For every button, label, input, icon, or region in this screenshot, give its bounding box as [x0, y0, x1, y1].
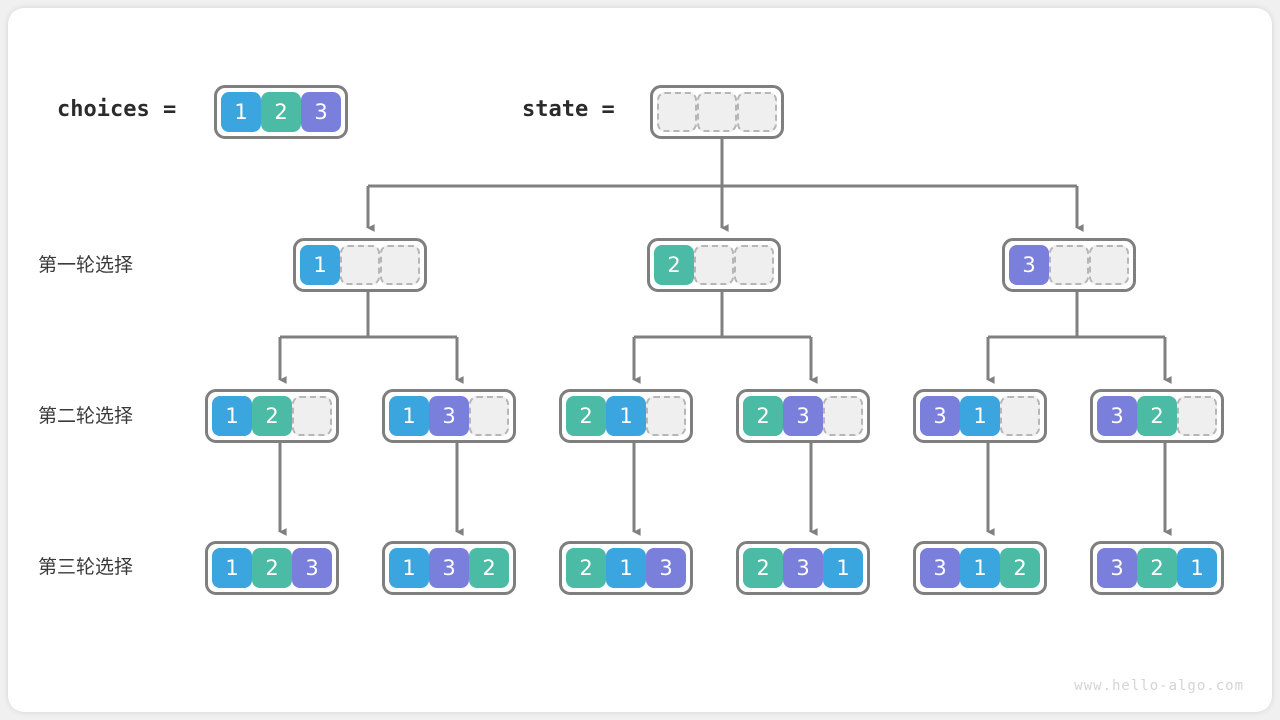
- r3-n4-cell-2: 1: [823, 548, 863, 588]
- r3-n4-cell-0: 2: [743, 548, 783, 588]
- choices-cell-2: 3: [301, 92, 341, 132]
- node-r1-n1: 1: [293, 238, 427, 292]
- r2-n5-cell-0: 3: [920, 396, 960, 436]
- r3-n6-cell-2: 1: [1177, 548, 1217, 588]
- r3-n6-cell-1: 2: [1137, 548, 1177, 588]
- row-label-round3: 第三轮选择: [38, 556, 134, 578]
- r3-n6-cell-0: 3: [1097, 548, 1137, 588]
- r2-n2-cell-1: 3: [429, 396, 469, 436]
- r1-n2-cell-1: [694, 245, 734, 285]
- r2-n5-cell-2: [1000, 396, 1040, 436]
- node-r1-n3: 3: [1002, 238, 1136, 292]
- r2-n1-cell-1: 2: [252, 396, 292, 436]
- watermark: www.hello-algo.com: [1074, 678, 1244, 694]
- choices-cell-0: 1: [221, 92, 261, 132]
- choices-cell-1: 2: [261, 92, 301, 132]
- r3-n1-cell-2: 3: [292, 548, 332, 588]
- r1-n3-cell-1: [1049, 245, 1089, 285]
- r3-n3-cell-1: 1: [606, 548, 646, 588]
- r2-n4-cell-2: [823, 396, 863, 436]
- r2-n3-cell-1: 1: [606, 396, 646, 436]
- state-cell-1: [697, 92, 737, 132]
- state-cell-2: [737, 92, 777, 132]
- r3-n5-cell-2: 2: [1000, 548, 1040, 588]
- r2-n2-cell-0: 1: [389, 396, 429, 436]
- r2-n4-cell-0: 2: [743, 396, 783, 436]
- r1-n1-cell-1: [340, 245, 380, 285]
- state-cell-0: [657, 92, 697, 132]
- r3-n2-cell-1: 3: [429, 548, 469, 588]
- r1-n2-cell-2: [734, 245, 774, 285]
- state-label: state =: [522, 97, 615, 122]
- r2-n6-cell-1: 2: [1137, 396, 1177, 436]
- r3-n2-cell-0: 1: [389, 548, 429, 588]
- r2-n5-cell-1: 1: [960, 396, 1000, 436]
- r1-n3-cell-2: [1089, 245, 1129, 285]
- r3-n3-cell-0: 2: [566, 548, 606, 588]
- r3-n1-cell-0: 1: [212, 548, 252, 588]
- row-label-round1: 第一轮选择: [38, 254, 134, 276]
- choices-label: choices =: [57, 97, 177, 122]
- r3-n1-cell-1: 2: [252, 548, 292, 588]
- r1-n2-cell-0: 2: [654, 245, 694, 285]
- r3-n5-cell-1: 1: [960, 548, 1000, 588]
- r2-n3-cell-0: 2: [566, 396, 606, 436]
- r2-n1-cell-0: 1: [212, 396, 252, 436]
- r1-n1-cell-0: 1: [300, 245, 340, 285]
- r2-n1-cell-2: [292, 396, 332, 436]
- r2-n6-cell-2: [1177, 396, 1217, 436]
- r2-n2-cell-2: [469, 396, 509, 436]
- r3-n2-cell-2: 2: [469, 548, 509, 588]
- r2-n3-cell-2: [646, 396, 686, 436]
- r3-n3-cell-2: 3: [646, 548, 686, 588]
- r3-n4-cell-1: 3: [783, 548, 823, 588]
- r2-n4-cell-1: 3: [783, 396, 823, 436]
- node-r1-n2: 2: [647, 238, 781, 292]
- r3-n5-cell-0: 3: [920, 548, 960, 588]
- r2-n6-cell-0: 3: [1097, 396, 1137, 436]
- state-array: [650, 85, 784, 139]
- r1-n1-cell-2: [380, 245, 420, 285]
- r1-n3-cell-0: 3: [1009, 245, 1049, 285]
- row-label-round2: 第二轮选择: [38, 405, 134, 427]
